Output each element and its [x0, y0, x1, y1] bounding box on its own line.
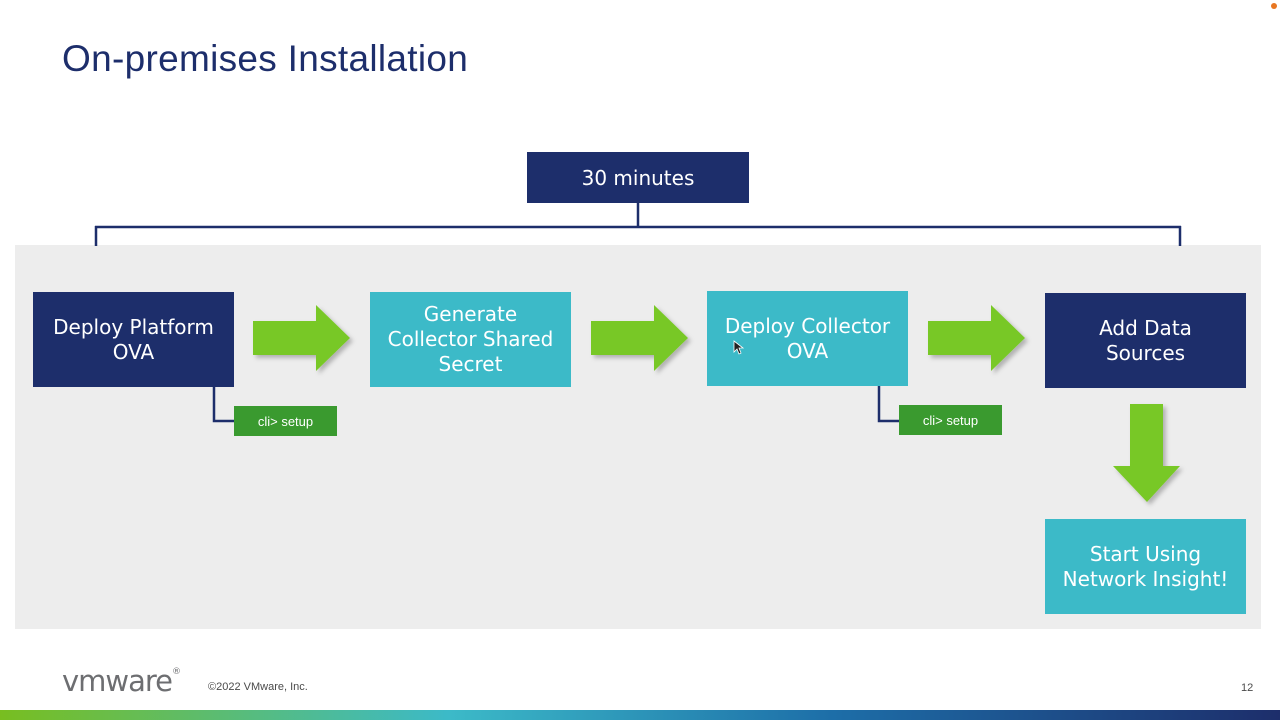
- step-deploy-platform: Deploy Platform OVA: [33, 292, 234, 387]
- step-add-data-sources: Add Data Sources: [1045, 293, 1246, 388]
- cli-connector-1: [212, 387, 234, 423]
- step-label: Secret: [438, 352, 503, 376]
- step-start-using: Start Using Network Insight!: [1045, 519, 1246, 614]
- step-label: OVA: [786, 338, 829, 363]
- flow-arrow-1: [253, 305, 350, 371]
- page-number: 12: [1241, 682, 1254, 694]
- step-label: Add Data: [1099, 315, 1192, 340]
- slide-marker-dot: [1271, 3, 1277, 9]
- cli-setup-badge-2: cli> setup: [899, 405, 1002, 435]
- step-label: Deploy Collector: [724, 313, 891, 338]
- flow-arrow-down: [1113, 404, 1180, 502]
- duration-box: 30 minutes: [527, 152, 749, 203]
- copyright-text: ©2022 VMware, Inc.: [208, 681, 308, 693]
- step-label: Generate: [423, 302, 518, 326]
- step-deploy-collector: Deploy Collector OVA: [707, 291, 908, 386]
- cli-label: cli> setup: [922, 412, 979, 428]
- registered-mark: ®: [172, 667, 181, 677]
- brand-gradient-bar: [0, 710, 1280, 720]
- step-generate-secret: Generate Collector Shared Secret: [370, 292, 571, 387]
- step-label: Collector Shared: [387, 327, 554, 351]
- mouse-cursor-icon: [733, 340, 745, 355]
- flow-arrow-3: [928, 305, 1025, 371]
- cli-setup-badge-1: cli> setup: [234, 406, 337, 436]
- step-label: Sources: [1105, 340, 1186, 365]
- page-title: On-premises Installation: [62, 38, 469, 79]
- flow-arrow-2: [591, 305, 688, 371]
- step-label: OVA: [112, 339, 155, 364]
- cli-label: cli> setup: [257, 413, 314, 429]
- cli-connector-2: [877, 386, 899, 423]
- step-label: Deploy Platform: [53, 314, 214, 339]
- step-label: Start Using: [1089, 541, 1202, 566]
- step-label: Network Insight!: [1062, 566, 1229, 591]
- vmware-logo: vmware®: [62, 664, 181, 698]
- duration-label: 30 minutes: [581, 165, 695, 190]
- logo-text: vmware: [62, 664, 173, 698]
